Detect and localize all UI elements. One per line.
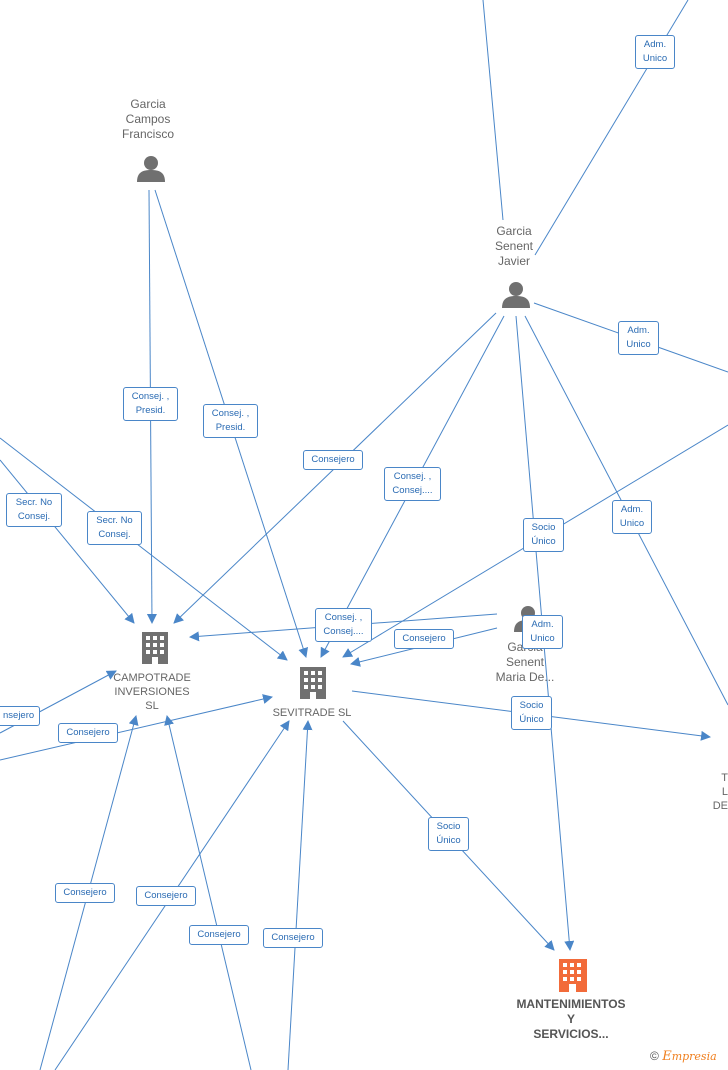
brand-initial: E	[662, 1049, 672, 1064]
edge-label-consejero[interactable]: Consejero	[136, 886, 196, 906]
edge-label-line: Presid.	[215, 422, 246, 433]
person-icon[interactable]	[502, 282, 530, 308]
edge-line	[0, 459, 135, 624]
edge-label-consejero[interactable]: Consejero	[189, 925, 249, 945]
node-label-campotrade[interactable]: CAMPOTRADE INVERSIONES SL	[102, 671, 202, 713]
edge-label-line: Consejero	[66, 727, 110, 738]
edge-label-line: Socio	[519, 700, 544, 711]
edge-label-consejero[interactable]: Consejero	[55, 883, 115, 903]
building-icon-highlight[interactable]	[559, 959, 587, 992]
edge-label-consejero[interactable]: Consejero	[303, 450, 363, 470]
edge-label-adm-unico[interactable]: Adm. Unico	[618, 321, 659, 355]
edge-label-line: Consej. ,	[131, 391, 170, 402]
edge-label-adm-unico[interactable]: Adm. Unico	[612, 500, 652, 534]
edge-label-line: Consejero	[402, 633, 446, 644]
edge-label-consejero[interactable]: Consejero	[263, 928, 323, 948]
edge-line	[287, 720, 313, 1070]
edge-line	[0, 694, 273, 761]
label-line: CAMPOTRADE	[113, 672, 191, 684]
edge-label-line: Consej....	[323, 626, 364, 637]
edge-label-line: Consejero	[144, 890, 188, 901]
edge-label-line: Único	[436, 835, 461, 846]
edge-label-line: Adm.	[627, 325, 650, 336]
edge-label-line: Consej. ,	[211, 408, 250, 419]
edge-label-line: Consejero	[271, 932, 315, 943]
label-line: Francisco	[121, 127, 174, 141]
edge-line	[482, 0, 504, 221]
label-line: T	[721, 772, 728, 784]
label-line: DE	[712, 800, 728, 812]
empresia-watermark: © Empresia	[650, 1049, 717, 1064]
edge-label-adm-unico[interactable]: Adm. Unico	[635, 35, 675, 69]
node-label-garcia-senent-javier[interactable]: Garcia Senent Javier	[474, 224, 554, 269]
edge-label-adm-unico[interactable]: Adm. Unico	[522, 615, 563, 649]
label-line: INVERSIONES	[114, 686, 190, 698]
edge-label-socio-unico[interactable]: Socio Único	[428, 817, 469, 851]
edge-label-consej-presid[interactable]: Consej. , Presid.	[203, 404, 258, 438]
edge-label-line: Consejero	[197, 929, 241, 940]
node-label-offscreen-right[interactable]: T L DE	[704, 771, 728, 813]
label-line: MANTENIMIENTOS	[516, 997, 626, 1011]
edge-label-line: Único	[531, 536, 556, 547]
copyright-symbol: ©	[650, 1049, 659, 1063]
node-label-mantenimientos[interactable]: MANTENIMIENTOS Y SERVICIOS...	[506, 997, 636, 1042]
edge-label-consejero[interactable]: nsejero	[0, 706, 40, 726]
brand-name: mpresia	[671, 1050, 717, 1063]
edge-label-line: Presid.	[135, 405, 166, 416]
label-line: Javier	[497, 254, 530, 268]
edge-label-line: Socio	[436, 821, 461, 832]
edge-label-line: Consej. ,	[324, 612, 363, 623]
edge-label-line: Adm.	[531, 619, 554, 630]
edge-label-line: Único	[519, 714, 544, 725]
edge-label-consej-presid[interactable]: Consej. , Presid.	[123, 387, 178, 421]
label-line: SERVICIOS...	[533, 1027, 609, 1041]
edge-label-socio-unico[interactable]: Socio Único	[523, 518, 564, 552]
label-line: Maria De...	[495, 670, 555, 684]
edge-label-line: Adm.	[643, 39, 667, 50]
edge-label-line: Consej.	[17, 511, 51, 522]
edge-label-consej-consej[interactable]: Consej. , Consej....	[315, 608, 372, 642]
label-line: SL	[145, 700, 159, 712]
edge-label-consejero[interactable]: Consejero	[394, 629, 454, 649]
edge-label-line: Consej.	[98, 529, 131, 540]
label-line: Garcia	[130, 97, 166, 111]
label-line: SEVITRADE SL	[272, 707, 352, 719]
edge-label-consejero[interactable]: Consejero	[58, 723, 118, 743]
edge-label-line: Unico	[642, 53, 668, 64]
edge-label-consej-consej[interactable]: Consej. , Consej....	[384, 467, 441, 501]
label-line: Y	[566, 1012, 575, 1026]
edge-label-line: Consej. ,	[393, 471, 432, 482]
edge-label-line: Adm.	[620, 504, 644, 515]
edge-label-line: nsejero	[3, 710, 35, 721]
label-line: Senent	[494, 239, 534, 253]
edge-label-line: Unico	[530, 633, 555, 644]
edge-label-line: Consej....	[392, 485, 433, 496]
edge-line	[0, 437, 288, 661]
label-line: Garcia	[496, 224, 532, 238]
edge-label-line: Secr. No	[96, 515, 133, 526]
edge-label-line: Unico	[619, 518, 645, 529]
node-label-garcia-campos[interactable]: Garcia Campos Francisco	[108, 97, 188, 142]
edge-label-line: Consejero	[63, 887, 107, 898]
edge-label-line: Socio	[531, 522, 556, 533]
building-icon[interactable]	[142, 632, 168, 664]
edge-label-line: Consejero	[311, 454, 355, 465]
edge-label-socio-unico[interactable]: Socio Único	[511, 696, 552, 730]
edge-label-line: Secr. No	[15, 497, 53, 508]
label-line: Campos	[125, 112, 171, 126]
edge-label-secr-no-consej[interactable]: Secr. No Consej.	[6, 493, 62, 527]
label-line: L	[721, 786, 728, 798]
edge-label-secr-no-consej[interactable]: Secr. No Consej.	[87, 511, 142, 545]
label-line: Senent	[505, 655, 545, 669]
edge-line	[164, 715, 252, 1070]
edge-label-line: Unico	[626, 339, 651, 350]
person-icon[interactable]	[137, 156, 165, 182]
node-label-sevitrade[interactable]: SEVITRADE SL	[262, 706, 362, 720]
building-icon[interactable]	[300, 667, 326, 699]
